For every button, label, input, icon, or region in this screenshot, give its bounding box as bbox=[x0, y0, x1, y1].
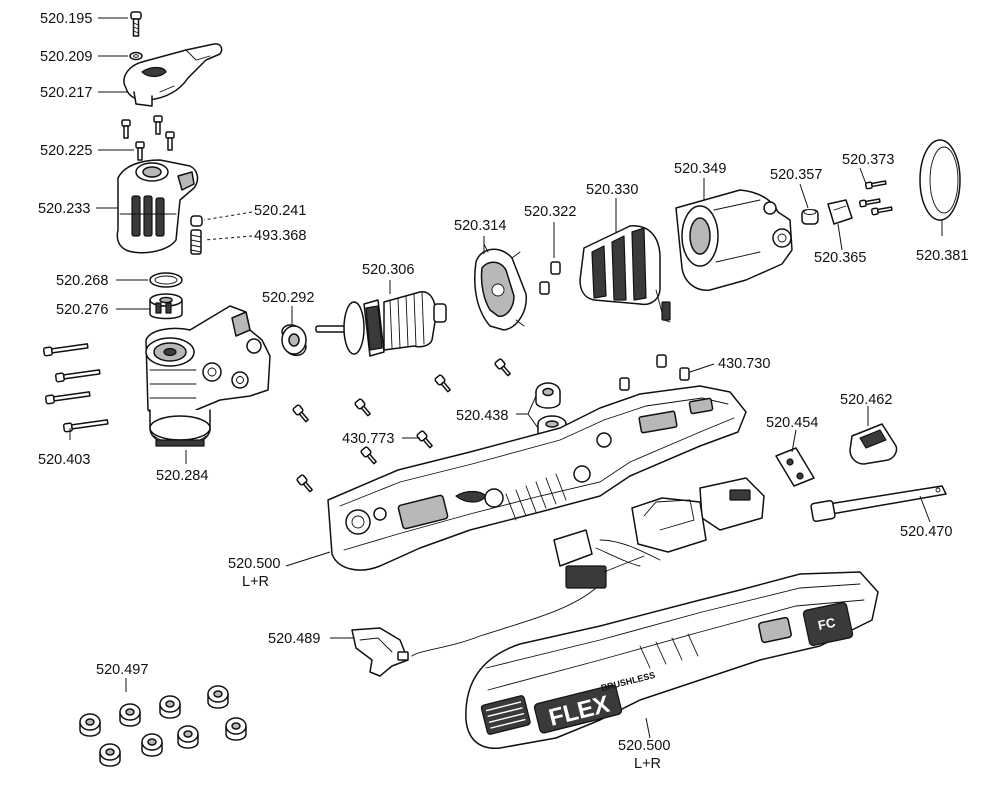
part-520-241-pin bbox=[190, 215, 203, 227]
label-520-365: 520.365 bbox=[814, 250, 866, 266]
label-520-268: 520.268 bbox=[56, 273, 108, 289]
part-520-217-lever bbox=[123, 43, 223, 107]
part-520-225-screws bbox=[121, 115, 175, 161]
rubber-foot bbox=[99, 743, 121, 767]
label-520-209: 520.209 bbox=[40, 49, 92, 65]
part-520-365-clip bbox=[827, 199, 853, 225]
label-520-322: 520.322 bbox=[524, 204, 576, 220]
label-520-470: 520.470 bbox=[900, 524, 952, 540]
part-520-489-wire-clip bbox=[351, 627, 409, 677]
part-520-403-screws bbox=[42, 343, 109, 433]
part-520-209-washer bbox=[129, 51, 143, 61]
part-520-454-pad bbox=[775, 447, 815, 487]
label-520-233: 520.233 bbox=[38, 201, 90, 217]
label-520-373: 520.373 bbox=[842, 152, 894, 168]
part-520-276-clutch bbox=[149, 293, 183, 320]
part-520-306-rotor bbox=[315, 291, 447, 357]
label-520-462: 520.462 bbox=[840, 392, 892, 408]
fc-battery-mark: FC bbox=[817, 615, 838, 633]
label-520-381: 520.381 bbox=[916, 248, 968, 264]
part-520-322-bushing bbox=[539, 261, 561, 295]
part-520-349-motor-housing bbox=[675, 189, 793, 291]
label-520-241: 520.241 bbox=[254, 203, 306, 219]
part-520-470-strap bbox=[810, 485, 947, 523]
part-520-381-seal-ring bbox=[919, 139, 961, 221]
label-520-217: 520.217 bbox=[40, 85, 92, 101]
label-520-306: 520.306 bbox=[362, 262, 414, 278]
label-520-500-left: 520.500 bbox=[228, 556, 280, 572]
label-520-284: 520.284 bbox=[156, 468, 208, 484]
rubber-foot bbox=[141, 733, 163, 757]
label-520-349: 520.349 bbox=[674, 161, 726, 177]
rubber-foot bbox=[119, 703, 141, 727]
rubber-foot bbox=[79, 713, 101, 737]
label-520-500-left-sub: L+R bbox=[242, 574, 269, 590]
part-430-773-screws bbox=[292, 358, 511, 493]
part-493-368-spring bbox=[190, 229, 202, 255]
rubber-foot bbox=[159, 695, 181, 719]
label-520-276: 520.276 bbox=[56, 302, 108, 318]
label-520-292: 520.292 bbox=[262, 290, 314, 306]
label-520-403: 520.403 bbox=[38, 452, 90, 468]
part-520-500-housing-right: FLEX BRUSHLESS FC bbox=[465, 571, 879, 749]
rubber-foot bbox=[207, 685, 229, 709]
part-430-730-pins bbox=[619, 354, 690, 391]
part-520-268-snap-ring bbox=[149, 272, 183, 288]
label-430-773: 430.773 bbox=[342, 431, 394, 447]
label-520-330: 520.330 bbox=[586, 182, 638, 198]
part-520-195-screw bbox=[130, 11, 142, 37]
label-520-357: 520.357 bbox=[770, 167, 822, 183]
part-520-330-stator bbox=[579, 225, 671, 323]
rubber-foot bbox=[177, 725, 199, 749]
label-520-500-right-sub: L+R bbox=[634, 756, 661, 772]
label-520-195: 520.195 bbox=[40, 11, 92, 27]
part-520-462-cap bbox=[849, 423, 898, 465]
leader-lines bbox=[69, 17, 943, 739]
part-520-497-feet bbox=[79, 685, 247, 767]
rubber-foot bbox=[225, 717, 247, 741]
part-520-233-gear-cover bbox=[116, 159, 199, 254]
part-520-357-sleeve bbox=[801, 209, 819, 225]
label-430-730: 430.730 bbox=[718, 356, 770, 372]
label-520-314: 520.314 bbox=[454, 218, 506, 234]
label-520-497: 520.497 bbox=[96, 662, 148, 678]
callout-labels: 520.195 520.209 520.217 520.225 520.233 … bbox=[38, 11, 968, 772]
label-520-438: 520.438 bbox=[456, 408, 508, 424]
label-520-454: 520.454 bbox=[766, 415, 818, 431]
part-520-292-bearing bbox=[281, 324, 307, 357]
label-493-368: 493.368 bbox=[254, 228, 306, 244]
label-520-225: 520.225 bbox=[40, 143, 92, 159]
label-520-500-right: 520.500 bbox=[618, 738, 670, 754]
part-520-500-housing-left bbox=[327, 385, 747, 571]
part-520-284-gear-housing bbox=[145, 305, 271, 447]
part-520-314-end-bell bbox=[474, 243, 527, 331]
part-520-373-screws bbox=[858, 180, 893, 216]
part-switch-assembly bbox=[411, 477, 765, 657]
label-520-489: 520.489 bbox=[268, 631, 320, 647]
